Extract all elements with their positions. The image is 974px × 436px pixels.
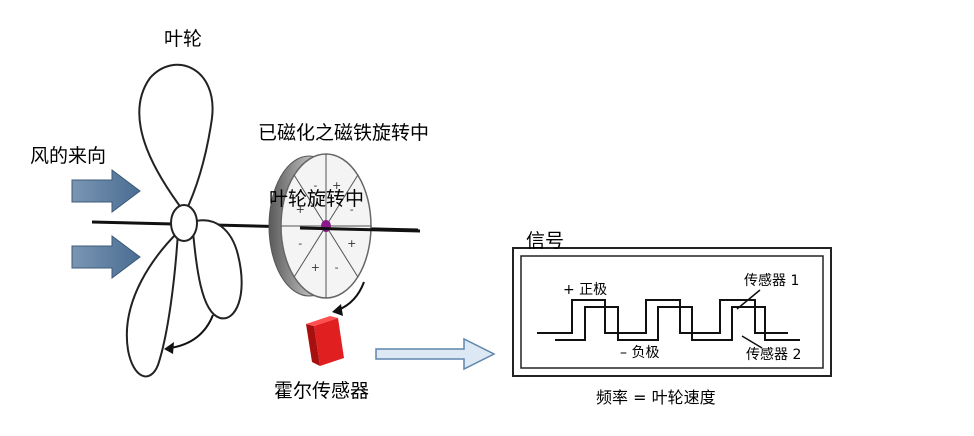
negative-label: – 负极 bbox=[620, 345, 660, 361]
sensor2-label: 传感器 2 bbox=[746, 347, 802, 363]
hall-sensor-label: 霍尔传感器 bbox=[274, 380, 370, 402]
sensor2-waveform bbox=[555, 306, 800, 341]
disk-sector-line bbox=[325, 174, 359, 227]
sensor1-leader bbox=[736, 289, 761, 310]
disk-polarity-sign: - bbox=[335, 261, 339, 274]
wind-direction-label: 风的来向 bbox=[30, 145, 107, 167]
blade-bottom bbox=[125, 229, 180, 378]
impeller-label: 叶轮 bbox=[164, 28, 203, 50]
signal-arrow-icon bbox=[375, 337, 496, 371]
blade-right bbox=[190, 219, 243, 320]
magnet-rotating-label: 已磁化之磁铁旋转中 bbox=[258, 122, 430, 144]
disk-sector-line bbox=[293, 174, 327, 227]
disk-rotation-arrow-icon bbox=[332, 281, 365, 316]
hall-sensor-icon bbox=[306, 316, 344, 366]
disk-polarity-sign: + bbox=[311, 261, 320, 274]
disk-polarity-sign: - bbox=[313, 179, 317, 192]
blade-top bbox=[138, 63, 214, 215]
disk-polarity-sign: + bbox=[347, 237, 356, 250]
impeller-rotating-label: 叶轮旋转中 bbox=[269, 188, 365, 210]
hub bbox=[170, 204, 198, 242]
magnet-disk: +-+-+-+- bbox=[268, 153, 372, 299]
wind-arrow-icon bbox=[71, 235, 141, 279]
sensor2-leader bbox=[741, 335, 763, 349]
signal-label: 信号 bbox=[526, 230, 565, 252]
disk-sector-line bbox=[293, 225, 327, 278]
formula-label: 频率 = 叶轮速度 bbox=[596, 388, 716, 407]
disk-polarity-sign: + bbox=[332, 179, 341, 192]
disk-polarity-sign: - bbox=[298, 237, 302, 250]
wind-arrow-icon bbox=[71, 169, 141, 213]
sensor1-label: 传感器 1 bbox=[744, 273, 800, 289]
disk-polarity-sign: - bbox=[350, 203, 354, 216]
sensor1-waveform bbox=[537, 299, 788, 334]
disk-sector-line bbox=[325, 225, 359, 278]
fan-rotation-arrow-icon bbox=[164, 314, 214, 354]
wind-arrows bbox=[71, 169, 141, 279]
positive-label: + 正极 bbox=[563, 282, 608, 298]
disk-polarity-sign: + bbox=[296, 203, 305, 216]
shaft-through-disk bbox=[299, 226, 421, 233]
impeller bbox=[125, 63, 243, 378]
